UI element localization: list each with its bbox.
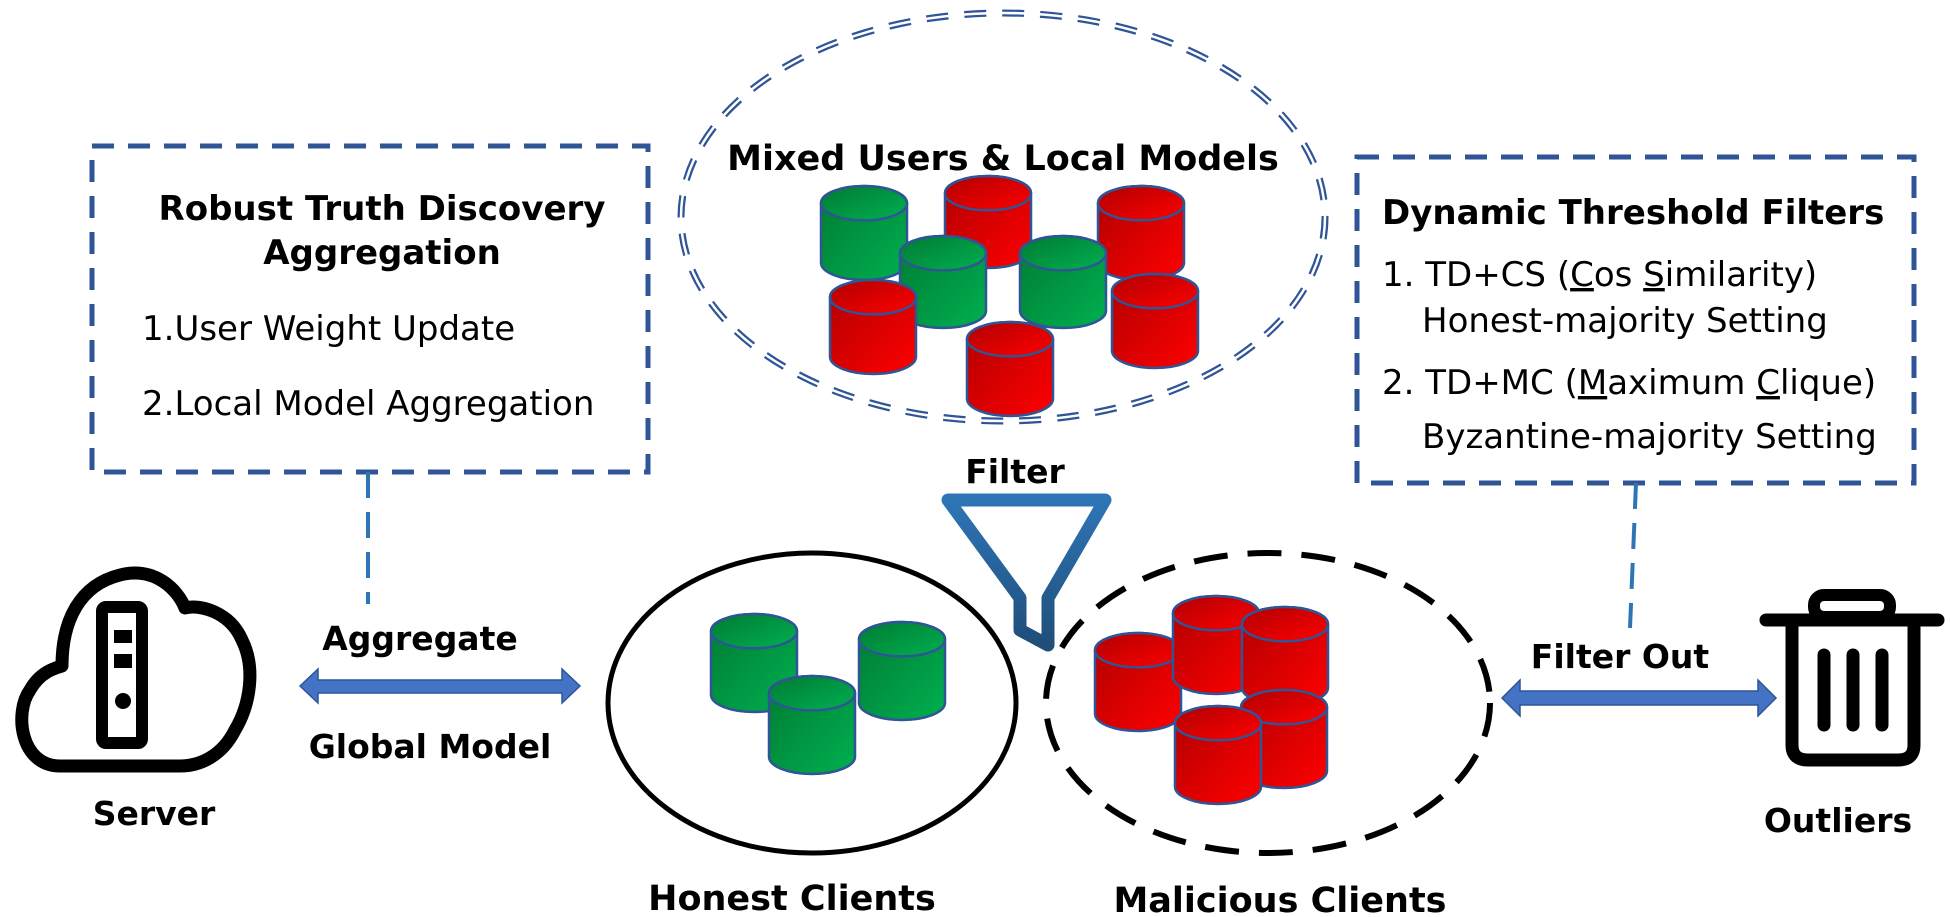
threshold-filter-1-line1: 1. TD+CS (Cos Similarity) — [1382, 255, 1817, 295]
malicious-client-cylinder — [1093, 631, 1183, 733]
aggregate-double-arrow — [298, 667, 582, 705]
filter-out-double-arrow — [1500, 678, 1778, 718]
threshold-filter-2-line2: Byzantine-majority Setting — [1422, 417, 1877, 457]
mixed-model-cylinder-honest — [819, 184, 909, 282]
server-tower-icon — [96, 601, 148, 749]
honest-client-cylinder — [767, 674, 857, 776]
filter-out-label: Filter Out — [1531, 637, 1710, 676]
truth-discovery-title-line1: Robust Truth Discovery — [159, 189, 606, 229]
mixed-users-title: Mixed Users & Local Models — [727, 139, 1279, 179]
trash-icon — [1759, 589, 1945, 767]
honest-client-cylinder — [857, 620, 947, 722]
honest-clients-label: Honest Clients — [648, 879, 936, 917]
mixed-users-ellipse-gap — [679, 11, 1327, 423]
truth-discovery-item-1: 1.User Weight Update — [142, 309, 515, 349]
malicious-client-cylinder — [1173, 704, 1263, 806]
aggregate-label: Aggregate — [322, 619, 518, 658]
truth-discovery-box: Robust Truth Discovery Aggregation 1.Use… — [89, 143, 651, 475]
threshold-filters-connector — [1628, 482, 1638, 629]
mixed-model-cylinder-malicious — [828, 278, 918, 376]
server-cloud-icon — [15, 566, 257, 773]
threshold-filter-1-line2: Honest-majority Setting — [1422, 301, 1828, 341]
threshold-filter-2-line1: 2. TD+MC (Maximum Clique) — [1382, 363, 1876, 403]
mixed-users-group: Mixed Users & Local Models — [677, 9, 1329, 425]
honest-cylinders — [709, 612, 947, 776]
mixed-cylinders — [819, 174, 1200, 418]
threshold-filters-title: Dynamic Threshold Filters — [1382, 193, 1884, 233]
global-model-label: Global Model — [309, 727, 552, 766]
outliers-label: Outliers — [1764, 801, 1912, 840]
truth-discovery-item-2: 2.Local Model Aggregation — [142, 384, 594, 424]
mixed-model-cylinder-malicious — [965, 320, 1055, 418]
malicious-client-cylinder — [1240, 605, 1330, 707]
mixed-model-cylinder-malicious — [1096, 184, 1186, 282]
malicious-client-cylinder — [1239, 688, 1329, 790]
mixed-model-cylinder-honest — [898, 234, 988, 330]
malicious-cylinders — [1093, 594, 1330, 806]
mixed-model-cylinder-malicious — [1110, 272, 1200, 370]
server-label: Server — [93, 794, 216, 833]
malicious-clients-circle — [1043, 550, 1493, 856]
truth-discovery-title-line2: Aggregation — [263, 233, 501, 273]
funnel-icon — [941, 493, 1112, 652]
mixed-model-cylinder-honest — [1018, 234, 1108, 330]
filter-label: Filter — [965, 452, 1065, 491]
malicious-client-cylinder — [1171, 594, 1261, 696]
honest-clients-circle — [605, 550, 1019, 856]
malicious-clients-label: Malicious Clients — [1113, 881, 1446, 917]
threshold-filters-box: Dynamic Threshold Filters 1. TD+CS (Cos … — [1354, 154, 1917, 486]
